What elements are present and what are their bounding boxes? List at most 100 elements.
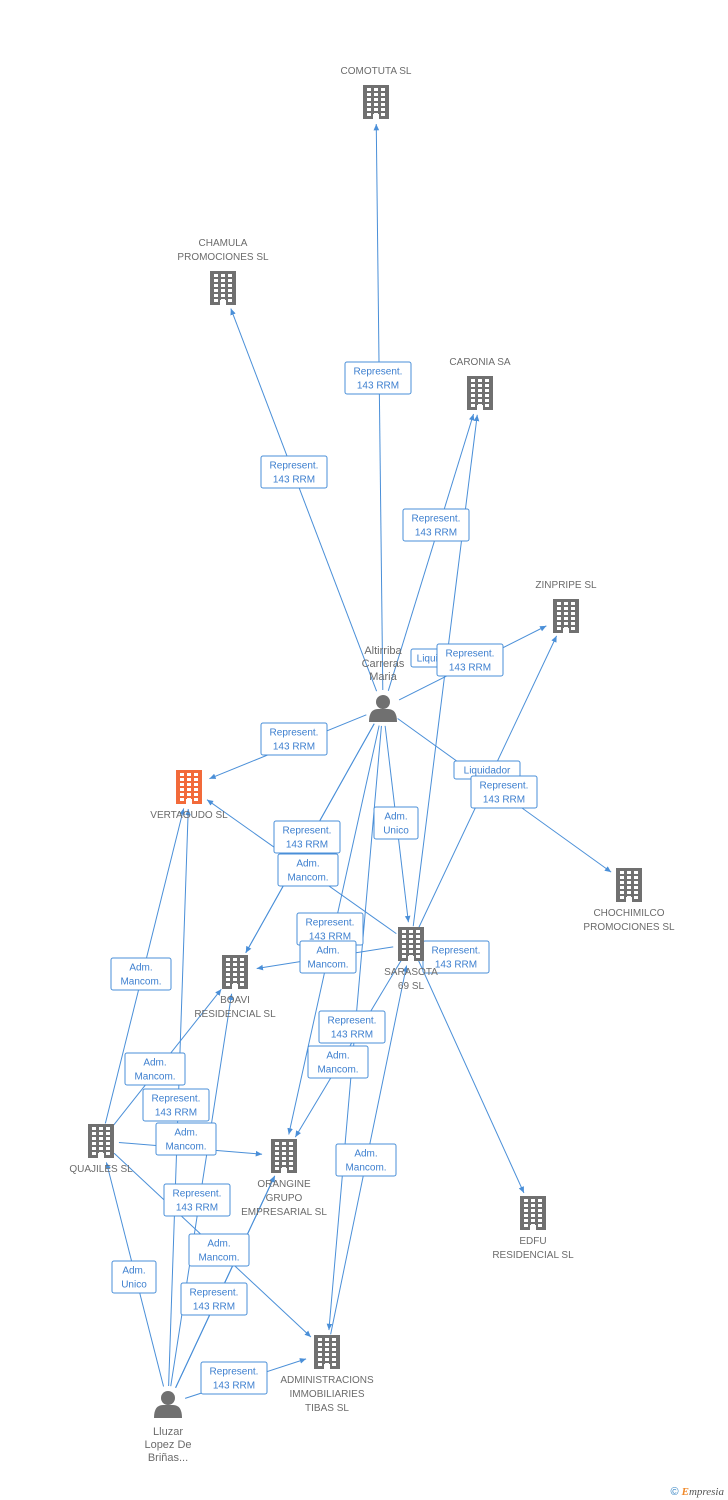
edge-label-text: 143 RRM bbox=[176, 1203, 218, 1214]
edge-label[interactable]: Represent.143 RRM bbox=[436, 643, 504, 677]
edge-label-box bbox=[318, 1010, 386, 1044]
empresia-logo: Empresia bbox=[681, 1486, 724, 1498]
edge-label-text: Adm. bbox=[207, 1239, 230, 1250]
node-label: Maria bbox=[369, 671, 397, 683]
building-icon bbox=[363, 85, 389, 119]
edge-label[interactable]: Adm. Mancom. bbox=[155, 1122, 217, 1156]
edge-labels-layer: Represent. 143 RRM Represent. 143 RRM Repres… bbox=[110, 361, 538, 1395]
edge-label-text: Liquidador bbox=[464, 766, 511, 777]
node-label: COMOTUTA SL bbox=[341, 66, 412, 77]
node-boavi[interactable]: BOAVI RESIDENCIAL SL bbox=[194, 955, 276, 1020]
edge-label[interactable]: Liquidador bbox=[453, 760, 521, 780]
edge-label[interactable]: Represent.143 RRM bbox=[180, 1282, 248, 1316]
node-label: RESIDENCIAL SL bbox=[492, 1250, 574, 1261]
edge-label-box bbox=[260, 722, 328, 756]
node-label: PROMOCIONES SL bbox=[177, 252, 269, 263]
edge-label[interactable]: Represent.143 RRM bbox=[470, 775, 538, 809]
node-administracions[interactable]: ADMINISTRACIONS IMMOBILIARIES TIBAS SL bbox=[280, 1335, 374, 1414]
edge-label-text: Represent. bbox=[354, 367, 403, 378]
edge-label-box bbox=[402, 508, 470, 542]
edge-label-text: Unico bbox=[121, 1280, 147, 1291]
building-icon bbox=[88, 1124, 114, 1158]
building-icon bbox=[467, 376, 493, 410]
edge-label[interactable]: Represent.143 RRM bbox=[422, 940, 490, 974]
node-label: ZINPRIPE SL bbox=[535, 580, 597, 591]
node-label: Altirriba bbox=[364, 645, 402, 657]
edge-label[interactable]: Adm.Mancom. bbox=[188, 1233, 250, 1267]
edge-label-box bbox=[110, 957, 172, 991]
person-icon bbox=[154, 1391, 182, 1418]
node-zinpripe[interactable]: ZINPRIPE SL bbox=[535, 580, 597, 633]
edge-label[interactable]: Represent.143 RRM bbox=[142, 1088, 210, 1122]
edge-label-text: 143 RRM bbox=[309, 932, 351, 943]
edge-label-text: Mancom. bbox=[165, 1142, 206, 1153]
copyright-icon: © bbox=[670, 1486, 679, 1498]
node-label: CHAMULA bbox=[199, 238, 248, 249]
node-label: IMMOBILIARIES bbox=[289, 1389, 364, 1400]
edge-label-text: Unico bbox=[383, 826, 409, 837]
node-label: PROMOCIONES SL bbox=[583, 922, 675, 933]
edge-label-text: Mancom. bbox=[120, 977, 161, 988]
edge-label[interactable]: Adm.Mancom. bbox=[124, 1052, 186, 1086]
edge-label[interactable]: Represent.143 RRM bbox=[318, 1010, 386, 1044]
edge-label[interactable]: Adm.Mancom. bbox=[335, 1143, 397, 1177]
edge-label-box bbox=[124, 1052, 186, 1086]
edge-label-text: Represent. bbox=[270, 728, 319, 739]
edge-label[interactable]: Adm.Mancom. bbox=[299, 940, 357, 974]
node-chamula[interactable]: CHAMULA PROMOCIONES SL bbox=[177, 238, 269, 305]
edge-label-box bbox=[307, 1045, 369, 1079]
edge-lluzar-to-orangine bbox=[175, 1175, 276, 1388]
edge-label-text: Adm. bbox=[326, 1051, 349, 1062]
node-vertagudo[interactable]: VERTAGUDO SL bbox=[150, 770, 228, 821]
edge-label[interactable]: Represent.143 RRM bbox=[273, 820, 341, 854]
edge-label[interactable]: Represent.143 RRM bbox=[402, 508, 470, 542]
node-comotuta[interactable]: COMOTUTA SL bbox=[341, 66, 412, 119]
edge-label-box bbox=[111, 1260, 157, 1294]
edge-label-text: 143 RRM bbox=[415, 528, 457, 539]
building-icon bbox=[520, 1196, 546, 1230]
edge-label[interactable]: Adm.Mancom. bbox=[307, 1045, 369, 1079]
edge-label[interactable]: Represent. 143 RRM bbox=[296, 912, 364, 946]
edge-label[interactable]: Adm.Mancom. bbox=[277, 853, 339, 887]
edge-label[interactable]: Represent.143 RRM bbox=[344, 361, 412, 395]
edge-label-text: Represent. bbox=[306, 918, 355, 929]
edge-label-text: Adm. bbox=[174, 1128, 197, 1139]
edge-label-box bbox=[273, 820, 341, 854]
node-label: VERTAGUDO SL bbox=[150, 810, 228, 821]
edge-label[interactable]: Represent.143 RRM bbox=[260, 722, 328, 756]
node-label: TIBAS SL bbox=[305, 1403, 349, 1414]
edge-label[interactable]: Represent.143 RRM bbox=[260, 455, 328, 489]
edge-label-text: Mancom. bbox=[307, 960, 348, 971]
edge-sarasota-to-edfu bbox=[417, 960, 525, 1194]
node-label: RESIDENCIAL SL bbox=[194, 1009, 276, 1020]
node-label: SARASOTA bbox=[384, 967, 438, 978]
edge-label[interactable]: Represent.143 RRM bbox=[163, 1183, 231, 1217]
node-label: Lopez De bbox=[144, 1439, 191, 1451]
edge-label-text: Mancom. bbox=[345, 1163, 386, 1174]
edge-label[interactable]: Adm.Unico bbox=[373, 806, 419, 840]
edge-label-box bbox=[163, 1183, 231, 1217]
edge-label-text: 143 RRM bbox=[331, 1030, 373, 1041]
node-label: ADMINISTRACIONS bbox=[280, 1375, 374, 1386]
node-label: BOAVI bbox=[220, 995, 250, 1006]
edge-label-box bbox=[155, 1122, 217, 1156]
building-icon bbox=[398, 927, 424, 961]
edge-label[interactable]: Adm.Unico bbox=[111, 1260, 157, 1294]
edge-label-text: 143 RRM bbox=[213, 1381, 255, 1392]
edge-label-text: 143 RRM bbox=[155, 1108, 197, 1119]
edge-label[interactable]: Adm.Mancom. bbox=[110, 957, 172, 991]
node-quajiles[interactable]: QUAJILES SL bbox=[69, 1124, 133, 1175]
edge-label[interactable]: Represent.143 RRM bbox=[200, 1361, 268, 1395]
edge-label-text: Represent. bbox=[480, 781, 529, 792]
edge-label-box bbox=[335, 1143, 397, 1177]
edge-label-text: 143 RRM bbox=[273, 475, 315, 486]
node-caronia[interactable]: CARONIA SA bbox=[449, 357, 511, 410]
edge-label-box bbox=[142, 1088, 210, 1122]
